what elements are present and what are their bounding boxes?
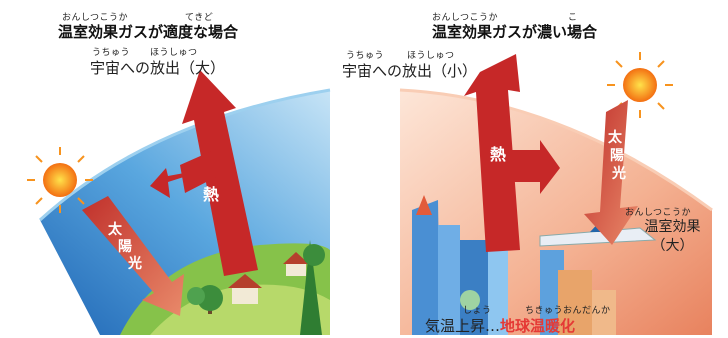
right-subtitle-ruby-2: ほうしゅつ <box>407 51 455 61</box>
svg-text:光: 光 <box>611 165 626 182</box>
left-subtitle-ruby-2: ほうしゅつ <box>150 48 198 58</box>
left-sunlight-arrow <box>82 196 184 316</box>
right-subtitle: 宇宙への放出（小） <box>342 62 478 80</box>
side-label-line2: （大） <box>651 238 694 254</box>
left-title-ruby-1: おんしつこうか <box>62 13 128 23</box>
left-subtitle: 宇宙への放出（大） <box>90 59 226 77</box>
right-title-ruby-2: こ <box>568 13 578 23</box>
right-title: 温室効果ガスが濃い場合 <box>432 23 598 41</box>
right-sunlight-arrow <box>584 100 638 245</box>
svg-text:陽: 陽 <box>118 238 132 255</box>
right-title-ruby-1: おんしつこうか <box>432 13 498 23</box>
left-trees-houses <box>187 240 325 335</box>
global-warming-highlight: 地球温暖化 <box>500 317 576 335</box>
side-label: 温室効果 （大） <box>630 218 715 256</box>
side-ruby: おんしつこうか <box>625 208 691 218</box>
bottom-caption: 気温上昇…地球温暖化 <box>425 315 575 336</box>
svg-text:光: 光 <box>127 255 142 272</box>
bottom-ruby-1: しょう <box>463 306 492 316</box>
right-heat-arrow <box>464 54 560 252</box>
left-title-ruby-2: てきど <box>185 13 214 23</box>
svg-text:陽: 陽 <box>610 147 624 164</box>
side-label-line1: 温室効果 <box>644 219 701 235</box>
right-heat-label: 熱 <box>490 145 506 164</box>
left-sun <box>27 147 93 213</box>
left-sun-arrow-label: 太 陽 光 <box>108 221 142 272</box>
bottom-ruby-2: ちきゅうおんだんか <box>525 306 611 316</box>
left-heat-arrow <box>150 70 258 276</box>
bottom-caption-text: 気温上昇… <box>425 317 501 335</box>
left-subtitle-ruby-1: うちゅう <box>92 48 131 58</box>
svg-text:太: 太 <box>108 221 123 238</box>
svg-text:太: 太 <box>608 129 623 146</box>
right-subtitle-ruby-1: うちゅう <box>346 51 385 61</box>
left-heat-label: 熱 <box>203 185 219 204</box>
right-city <box>412 195 657 335</box>
left-title: 温室効果ガスが適度な場合 <box>58 23 239 41</box>
right-sun-arrow-label: 太 陽 光 <box>608 129 626 182</box>
